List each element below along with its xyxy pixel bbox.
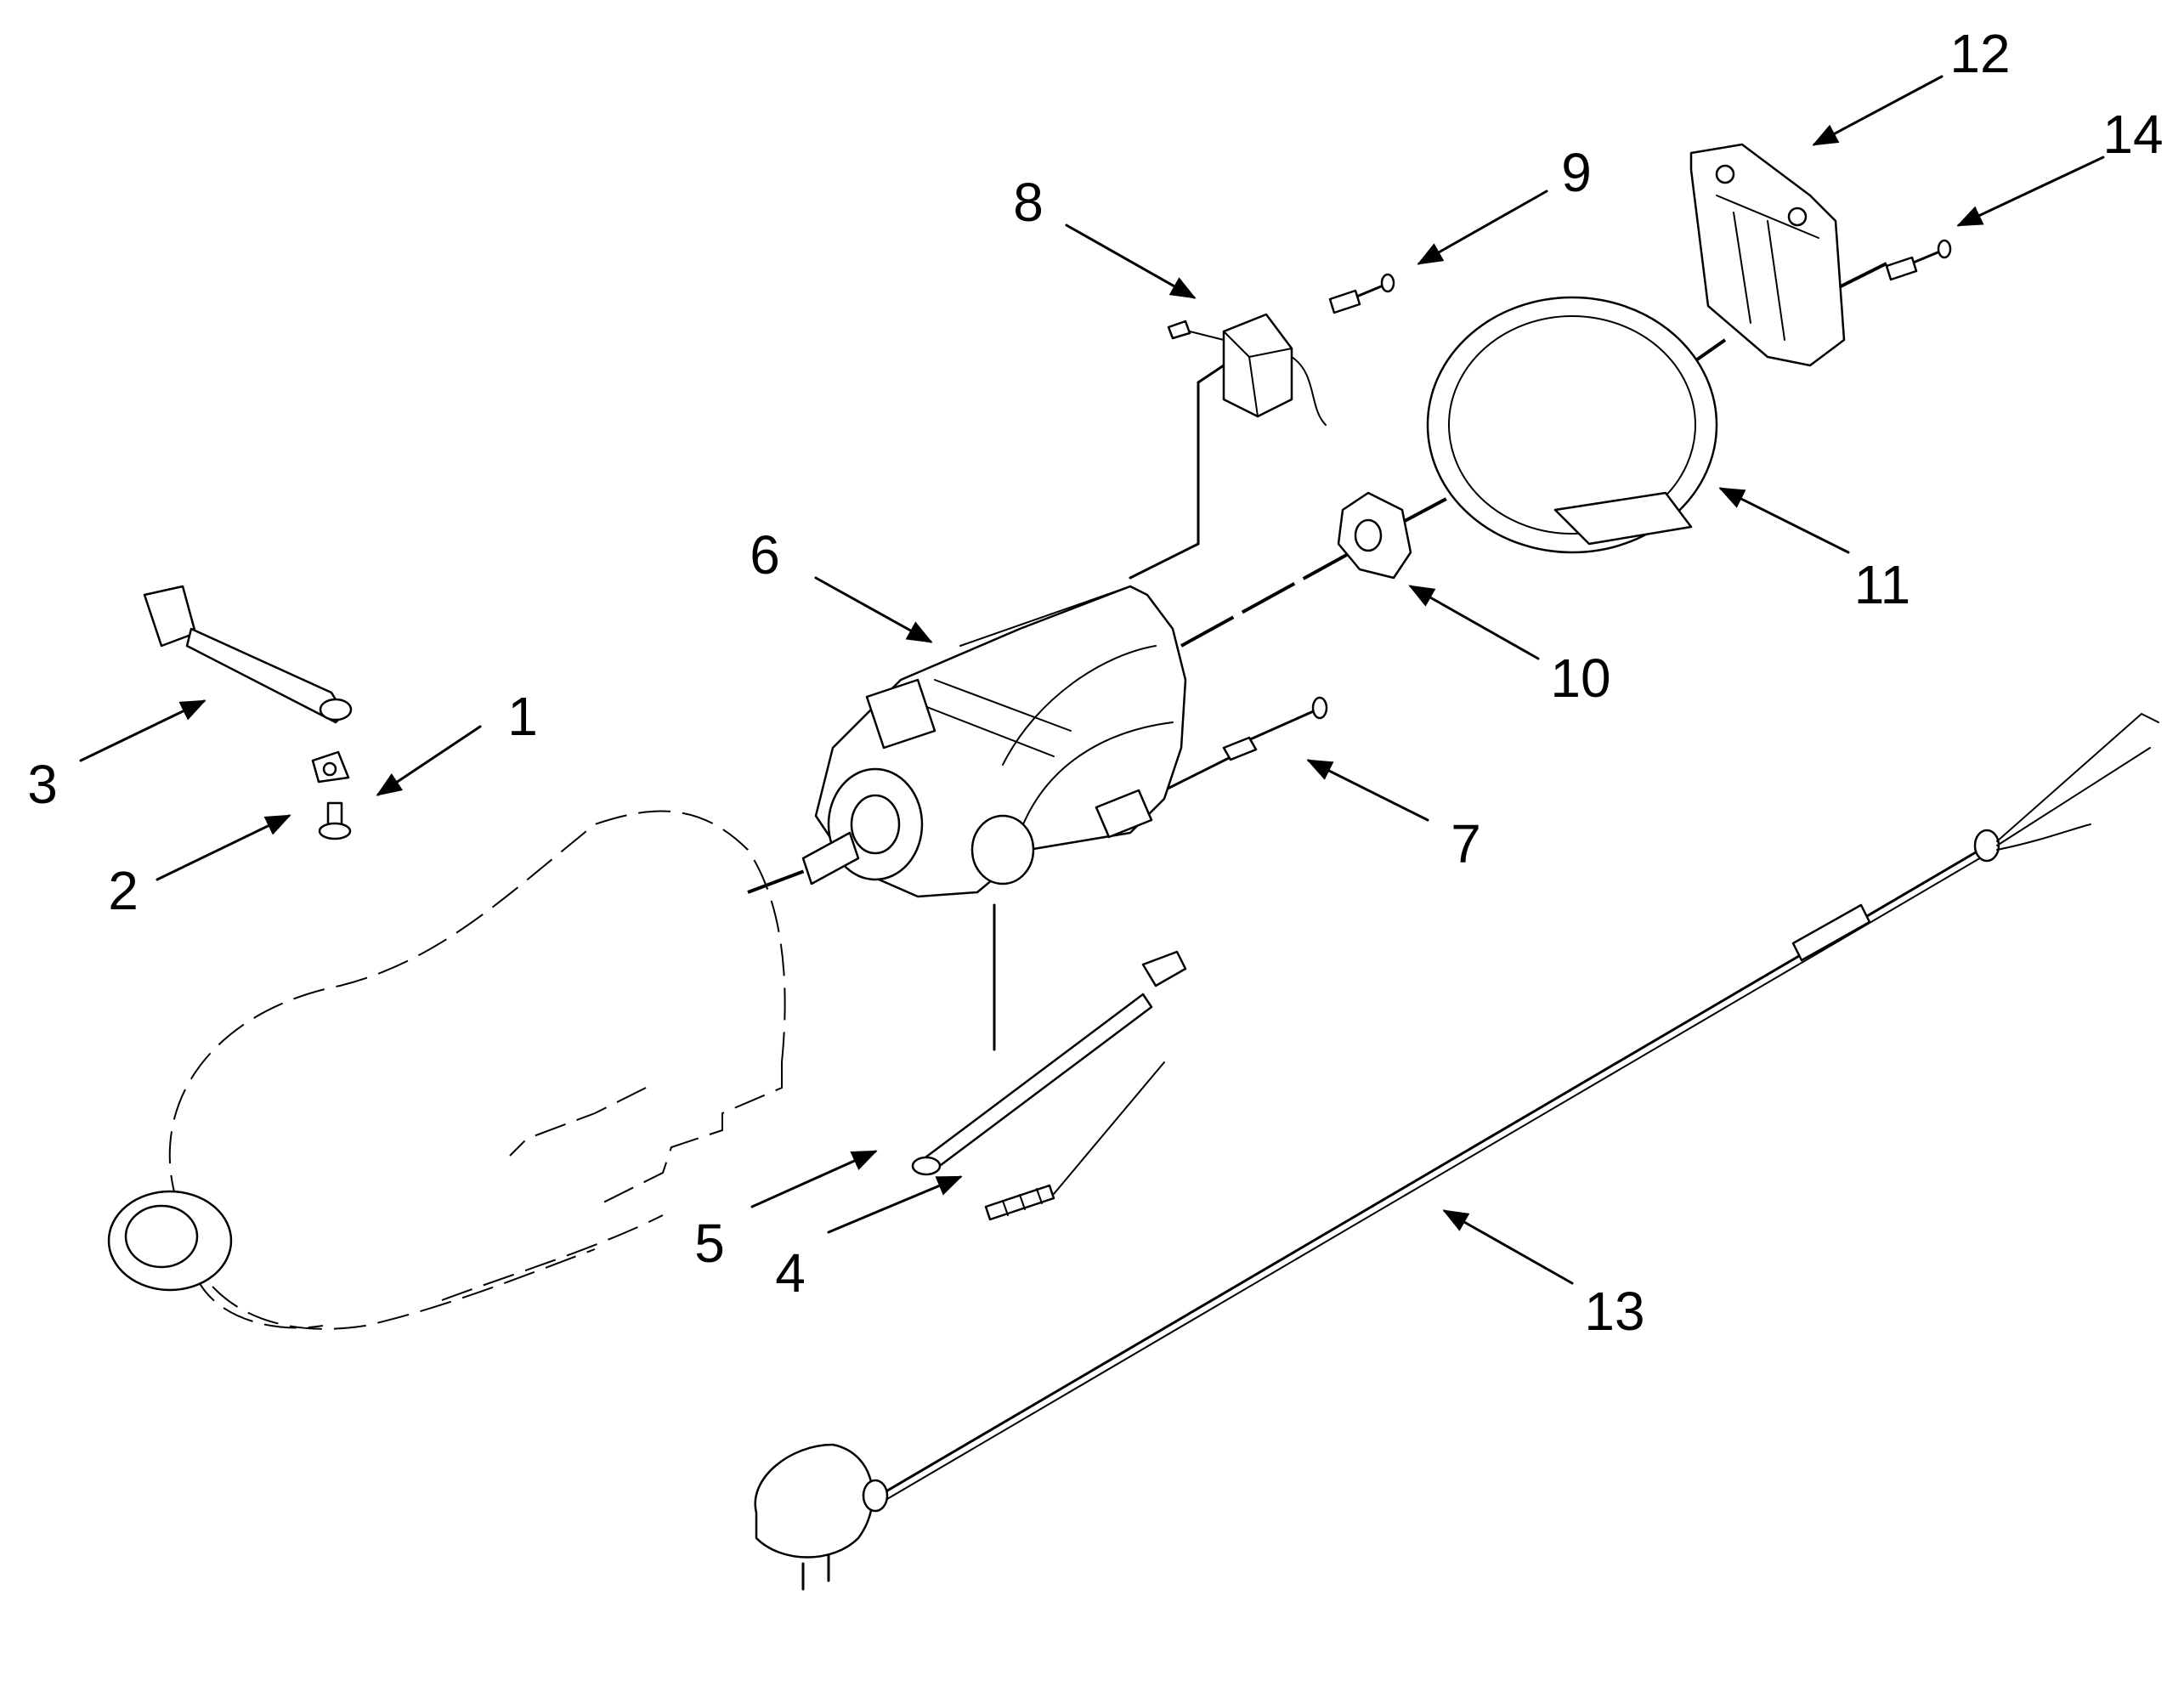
callout-8: 8: [1013, 172, 1044, 233]
callout-12: 12: [1949, 23, 2010, 84]
part-1-clip: [311, 750, 350, 784]
part-8-switch: [1167, 313, 1327, 426]
part-9-screw: [1328, 273, 1395, 314]
callout-labels: 1 2 3 4 5 6 7 8 9 10 11 12 13 14: [27, 23, 2163, 1342]
callout-leaders: [79, 75, 2105, 1285]
part-11-ring: [1426, 296, 1718, 554]
part-7-screw: [1222, 696, 1328, 761]
assembly-axis: [747, 262, 1887, 1051]
callout-13: 13: [1584, 1281, 1644, 1342]
part-3-speed-lever: [143, 585, 353, 724]
callout-6: 6: [750, 524, 780, 586]
part-5-link-bar: [911, 950, 1187, 1176]
callout-14: 14: [2102, 104, 2163, 165]
callout-3: 3: [27, 754, 58, 815]
mixer-housing-outline: [107, 810, 786, 1330]
callout-4: 4: [775, 1242, 806, 1304]
callout-1: 1: [507, 686, 538, 747]
part-14-screw: [1885, 239, 1952, 281]
part-12-control-plate: [1689, 143, 1846, 367]
callout-10: 10: [1550, 648, 1610, 709]
callout-7: 7: [1451, 813, 1481, 874]
part-2-screw: [318, 801, 352, 840]
callout-11: 11: [1854, 554, 1910, 615]
part-6-motor: [801, 585, 1187, 898]
part-10-brush-holder: [1337, 491, 1412, 580]
callout-9: 9: [1561, 142, 1592, 203]
callout-2: 2: [108, 860, 139, 921]
part-4-spring: [984, 1061, 1165, 1221]
callout-5: 5: [694, 1213, 725, 1274]
part-13-power-cord: [754, 713, 2159, 1591]
